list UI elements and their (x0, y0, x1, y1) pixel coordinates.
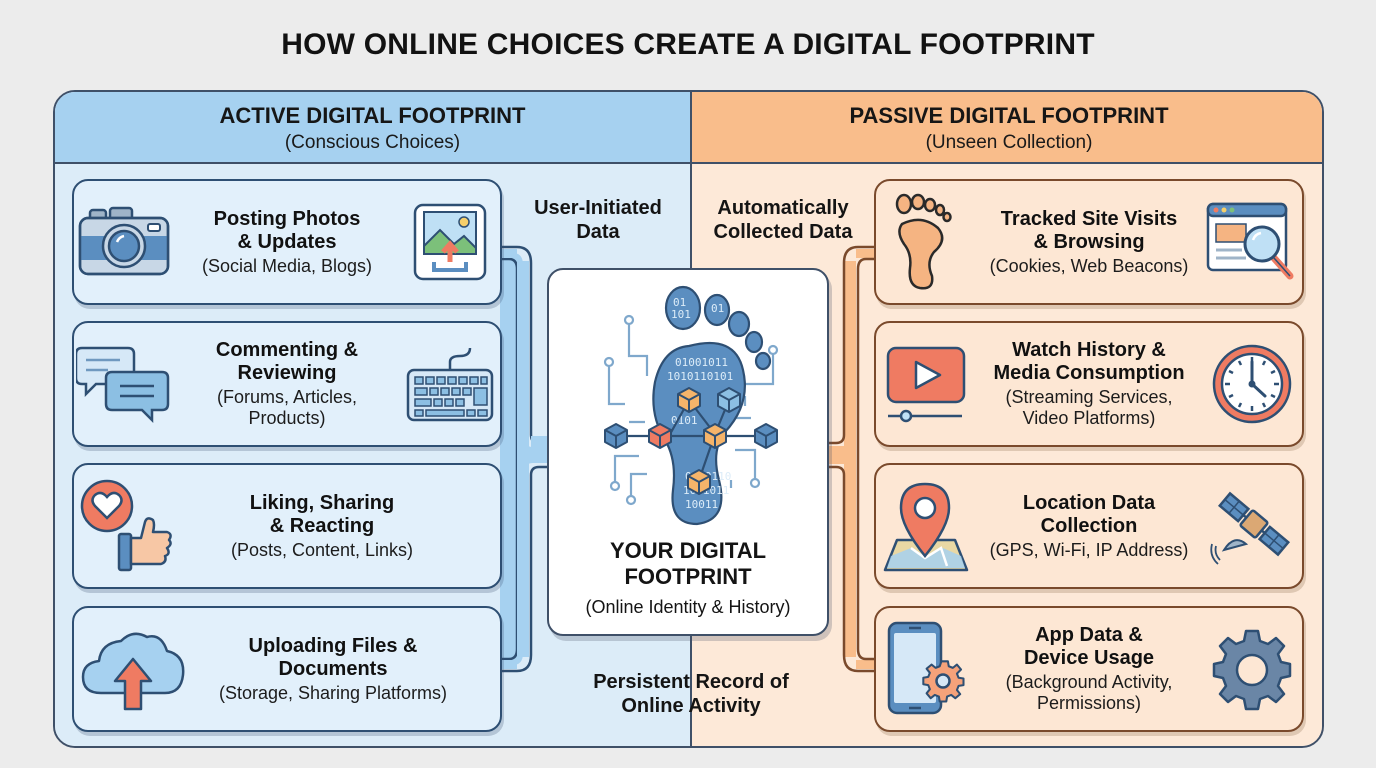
browser-search-icon (1202, 200, 1302, 284)
card-text: Commenting & Reviewing (Forums, Articles… (174, 339, 400, 428)
heart-thumbs-up-icon (74, 478, 184, 574)
digital-footprint-center: 01101 01 01001011 1010110101 0101 001011… (547, 268, 829, 636)
card-title: Uploading Files & (248, 634, 418, 657)
bottom-label-line2: Online Activity (621, 695, 761, 717)
bottom-label: Persistent Record of Online Activity (548, 670, 834, 718)
video-play-icon (876, 342, 976, 426)
card-detail: (Forums, Articles, (216, 387, 358, 408)
card-title: Reviewing (237, 362, 337, 385)
svg-text:0101: 0101 (671, 414, 698, 427)
card-text: Location Data Collection (GPS, Wi-Fi, IP… (976, 492, 1202, 561)
card-detail: (Storage, Sharing Platforms) (218, 682, 448, 703)
binary-text: 1010110101 (667, 370, 733, 383)
active-flow-label: User-Initiated Data (512, 196, 684, 244)
phone-gear-icon (876, 621, 976, 717)
card-text: Watch History & Media Consumption (Strea… (976, 339, 1202, 428)
card-detail: Permissions) (1036, 693, 1142, 713)
card-text: Liking, Sharing & Reacting (Posts, Conte… (184, 492, 500, 561)
image-upload-icon (400, 202, 500, 282)
card-title: Liking, Sharing (249, 491, 395, 514)
passive-flow-label-line1: Automatically (717, 197, 849, 219)
card-text: Uploading Files & Documents (Storage, Sh… (194, 635, 500, 704)
clock-icon (1202, 342, 1302, 426)
bottom-label-line1: Persistent Record of (593, 671, 789, 693)
digital-footprint-icon: 01101 01 01001011 1010110101 0101 001011… (585, 284, 795, 534)
cloud-upload-icon (74, 627, 194, 711)
passive-subheading: (Unseen Collection) (925, 132, 1093, 153)
card-title: Media Consumption (993, 362, 1185, 385)
card-title: Collection (1040, 514, 1138, 537)
svg-text:01: 01 (711, 302, 724, 315)
svg-text:01: 01 (673, 296, 686, 309)
card-detail: (Posts, Content, Links) (230, 539, 414, 560)
card-detail: Video Platforms) (1022, 408, 1156, 428)
active-card-posting[interactable]: Posting Photos & Updates (Social Media, … (72, 179, 502, 305)
active-flow-label-line2: Data (576, 221, 620, 243)
card-text: Posting Photos & Updates (Social Media, … (174, 208, 400, 277)
card-title: Documents (278, 657, 388, 680)
passive-heading: PASSIVE DIGITAL FOOTPRINT (849, 103, 1169, 128)
card-detail: (Background Activity, (1005, 672, 1173, 693)
card-title: Posting Photos (213, 207, 361, 230)
card-title: & Reacting (269, 514, 375, 537)
passive-flow-label-line2: Collected Data (713, 221, 853, 243)
footprint-icon (876, 192, 976, 292)
active-card-uploading[interactable]: Uploading Files & Documents (Storage, Sh… (72, 606, 502, 732)
gear-icon (1202, 627, 1302, 711)
active-panel-header: ACTIVE DIGITAL FOOTPRINT (Conscious Choi… (55, 92, 690, 164)
card-detail: Products) (248, 408, 326, 428)
passive-panel-header: PASSIVE DIGITAL FOOTPRINT (Unseen Collec… (692, 92, 1322, 164)
active-heading: ACTIVE DIGITAL FOOTPRINT (219, 103, 526, 128)
card-title: Commenting & (215, 339, 359, 362)
binary-text: 01001011 (675, 356, 728, 369)
camera-icon (74, 206, 174, 278)
active-flow-label-line1: User-Initiated (534, 197, 662, 219)
active-card-liking[interactable]: Liking, Sharing & Reacting (Posts, Conte… (72, 463, 502, 589)
page-title: HOW ONLINE CHOICES CREATE A DIGITAL FOOT… (281, 28, 1095, 61)
card-title: Device Usage (1023, 647, 1155, 670)
satellite-icon (1202, 484, 1302, 568)
card-text: App Data & Device Usage (Background Acti… (976, 624, 1202, 713)
passive-card-location[interactable]: Location Data Collection (GPS, Wi-Fi, IP… (874, 463, 1304, 589)
passive-card-app-data[interactable]: App Data & Device Usage (Background Acti… (874, 606, 1304, 732)
card-detail: (GPS, Wi-Fi, IP Address) (989, 539, 1189, 560)
card-title: App Data & (1035, 624, 1143, 647)
card-title: Tracked Site Visits (1000, 207, 1178, 230)
center-title: YOUR DIGITAL FOOTPRINT (549, 538, 827, 591)
active-subheading: (Conscious Choices) (284, 132, 461, 153)
center-title-line2: FOOTPRINT (624, 564, 752, 590)
card-title: & Browsing (1033, 230, 1145, 253)
passive-card-watch-history[interactable]: Watch History & Media Consumption (Strea… (874, 321, 1304, 447)
passive-flow-label: Automatically Collected Data (692, 196, 874, 244)
card-title: Watch History & (1012, 339, 1166, 362)
card-detail: (Cookies, Web Beacons) (989, 255, 1189, 276)
card-title: & Updates (237, 230, 337, 253)
chat-bubbles-icon (74, 344, 174, 424)
keyboard-icon (400, 344, 500, 424)
passive-card-tracked-visits[interactable]: Tracked Site Visits & Browsing (Cookies,… (874, 179, 1304, 305)
center-subtitle: (Online Identity & History) (585, 597, 791, 617)
card-text: Tracked Site Visits & Browsing (Cookies,… (976, 208, 1202, 277)
card-detail: (Streaming Services, (1005, 387, 1173, 408)
binary-text: 10011 (685, 498, 718, 511)
svg-text:101: 101 (671, 308, 691, 321)
map-pin-icon (876, 478, 976, 574)
card-detail: (Social Media, Blogs) (201, 255, 373, 276)
center-title-line1: YOUR DIGITAL (609, 538, 767, 563)
active-card-commenting[interactable]: Commenting & Reviewing (Forums, Articles… (72, 321, 502, 447)
card-title: Location Data (1022, 491, 1156, 514)
